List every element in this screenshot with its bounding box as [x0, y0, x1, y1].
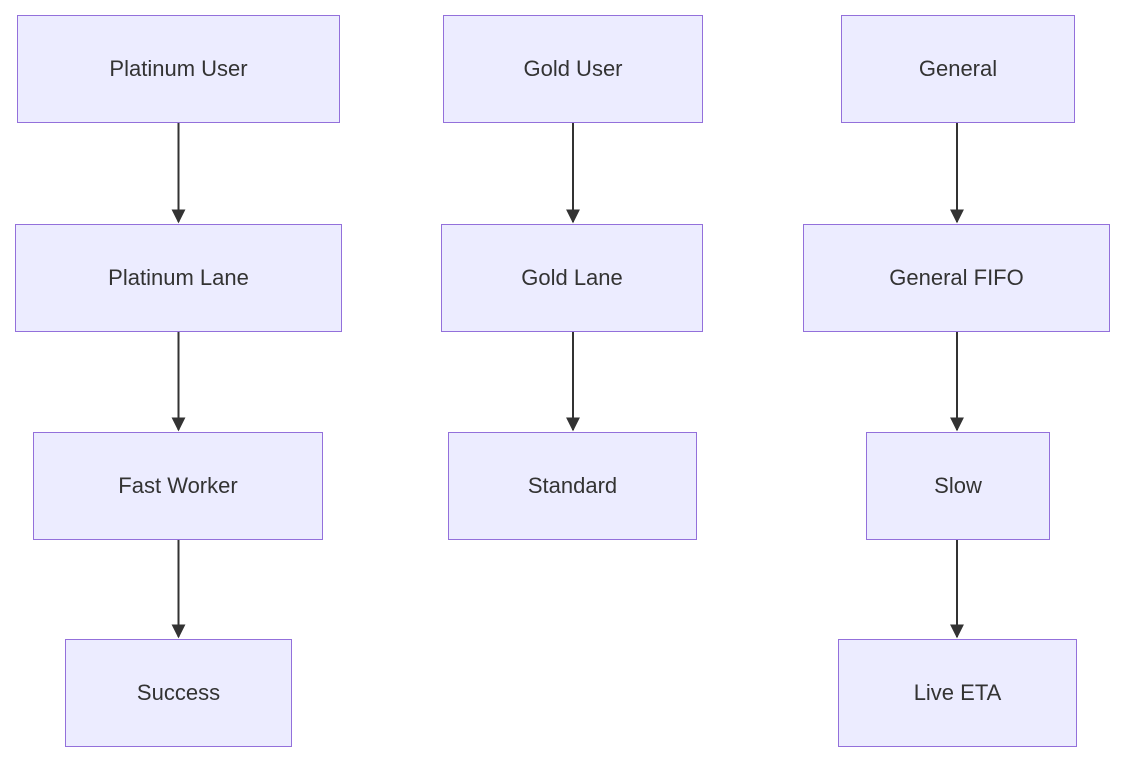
node-platinum-user: Platinum User — [17, 15, 340, 123]
node-live-eta: Live ETA — [838, 639, 1077, 747]
node-slow: Slow — [866, 432, 1050, 540]
node-platinum-lane: Platinum Lane — [15, 224, 342, 332]
node-gold-user: Gold User — [443, 15, 703, 123]
node-gold-lane: Gold Lane — [441, 224, 703, 332]
node-standard: Standard — [448, 432, 697, 540]
node-general: General — [841, 15, 1075, 123]
node-fast-worker: Fast Worker — [33, 432, 323, 540]
node-general-fifo: General FIFO — [803, 224, 1110, 332]
node-success: Success — [65, 639, 292, 747]
